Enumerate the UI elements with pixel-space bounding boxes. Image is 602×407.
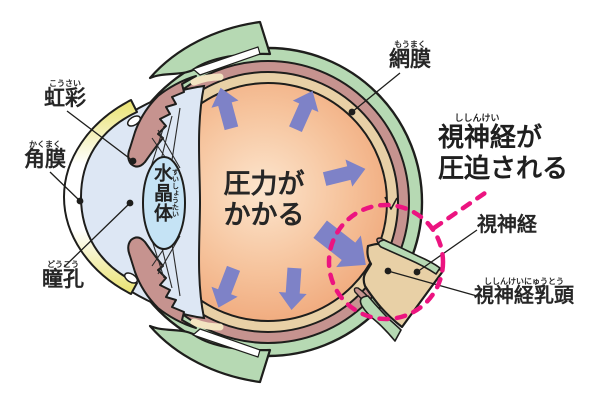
lens-label: 水晶体すいしょうたい	[151, 163, 179, 223]
headline-annotation: 視神経ししんけいが 圧迫される	[438, 113, 568, 184]
optic-nerve-group	[353, 237, 445, 342]
pressure-arrow-icon	[289, 90, 319, 133]
pressure-arrow-icon	[211, 265, 241, 308]
leader-lines	[49, 72, 478, 297]
retina-tip-bottom	[190, 318, 224, 331]
pressure-line2: かかる	[223, 200, 305, 230]
highlight-dashed-circle	[326, 188, 491, 322]
pressure-arrow-icon	[211, 87, 239, 131]
pressure-annotation: 圧力が かかる	[196, 169, 332, 231]
lens	[142, 156, 186, 250]
pressure-arrow-icon	[322, 159, 366, 187]
schlemm-canal-ovals	[123, 115, 142, 284]
pupil-label: 瞳孔どうこう	[42, 260, 84, 291]
leader-dots	[76, 108, 421, 276]
cornea-band	[63, 99, 138, 295]
iris-label: 虹彩こうさい	[44, 79, 86, 110]
retina-tip-top	[190, 73, 224, 86]
optic-nerve-label: 視神経	[477, 214, 537, 236]
pressure-arrows	[211, 87, 366, 310]
headline-line1: 視神経ししんけいが	[438, 113, 543, 152]
muscle-strap-bottom	[148, 324, 272, 384]
pressure-arrow-big-icon	[313, 220, 366, 268]
optic-disc-label: 視神経乳頭ししんけいにゅうとう	[474, 277, 574, 307]
layer-crease	[384, 196, 398, 210]
cornea-label: 角膜かくまく	[24, 140, 66, 171]
highlight-connector	[431, 188, 491, 231]
muscle-strap-top	[148, 20, 272, 80]
pressure-arrow-icon	[278, 267, 307, 310]
headline-line2: 圧迫される	[438, 153, 569, 183]
retina-label: 網膜もうまく	[389, 40, 431, 71]
pressure-line1: 圧力が	[223, 169, 305, 199]
